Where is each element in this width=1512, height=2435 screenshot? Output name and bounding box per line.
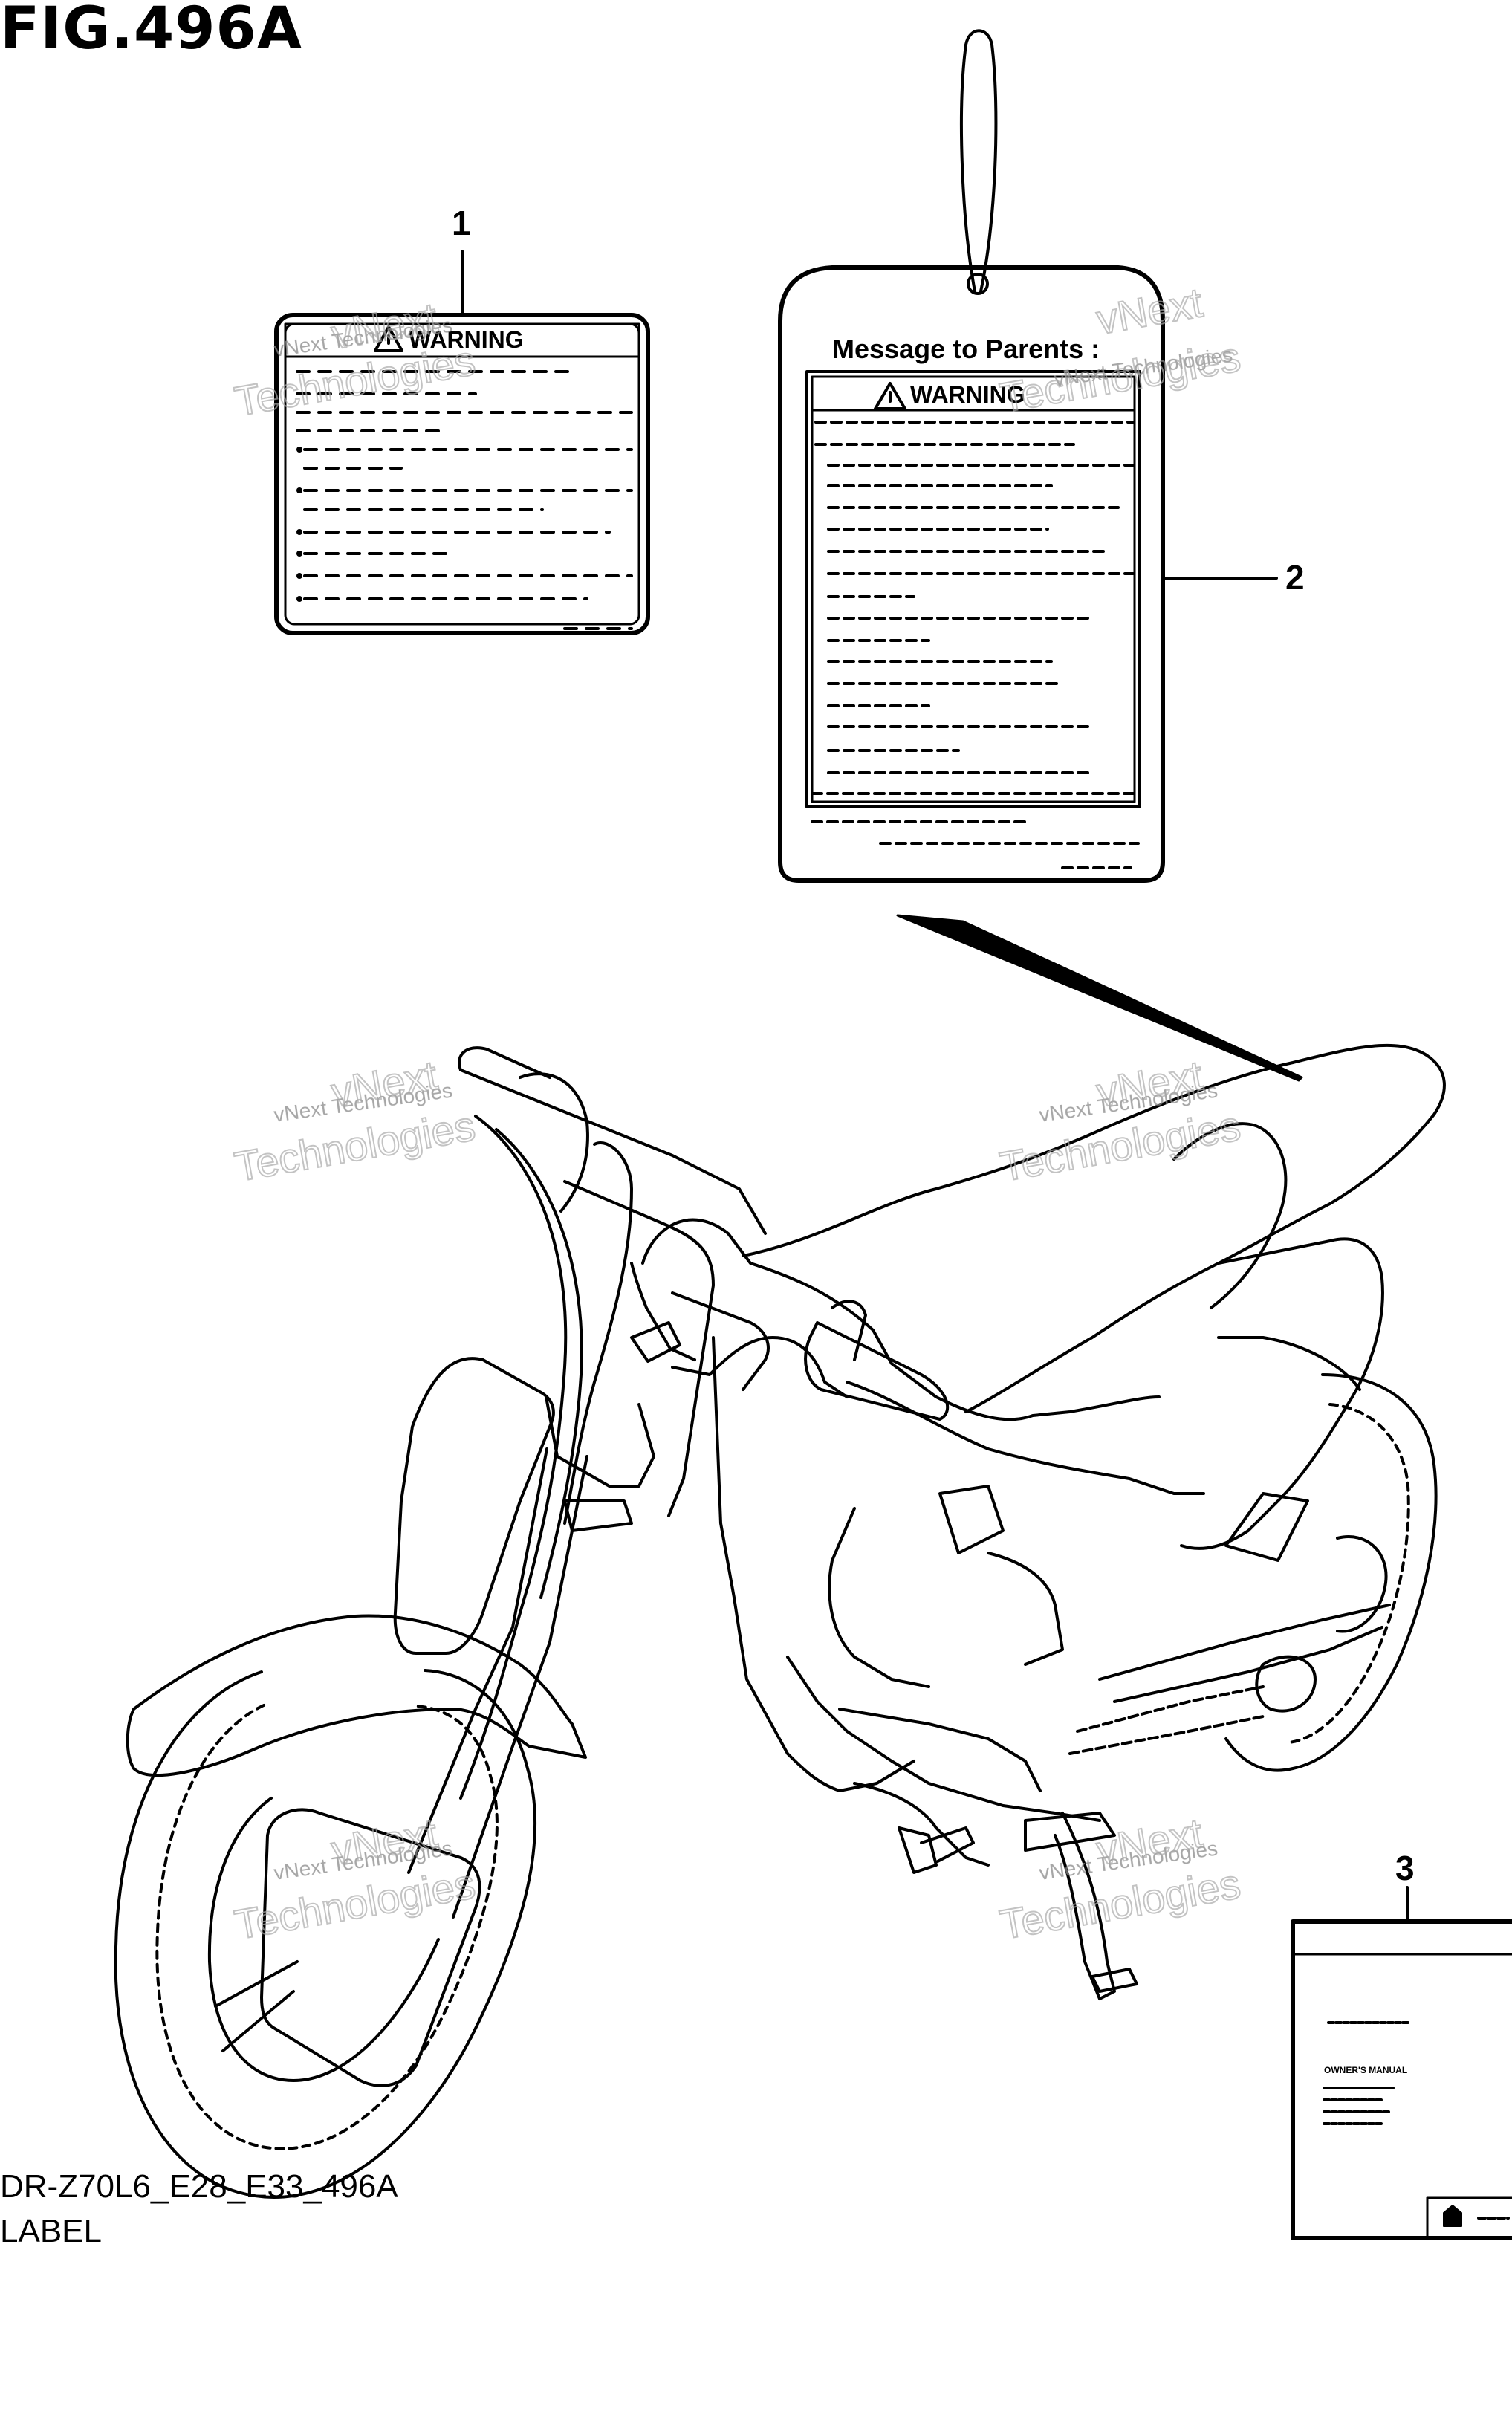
message-to-parents-tag-2[interactable]: [778, 29, 1278, 883]
tag-2-heading: Message to Parents :: [832, 334, 1100, 364]
callout-3[interactable]: 3: [1395, 1849, 1415, 1887]
watermark-outline: vNext: [1093, 1051, 1206, 1116]
watermark-outline: vNext: [328, 1051, 441, 1116]
watermark-outline: vNext: [1093, 1809, 1206, 1874]
motorcycle-illustration: [114, 1043, 1446, 2199]
figure-title: FIG.496A: [0, 0, 303, 62]
callout-1[interactable]: 1: [452, 204, 471, 242]
manual-title: OWNER'S MANUAL: [1324, 2065, 1407, 2075]
label-1-heading: WARNING: [409, 326, 524, 353]
tag-2-warning: WARNING: [910, 381, 1025, 408]
watermark-outline: vNext: [1093, 279, 1206, 343]
watermark-outline: vNext: [328, 1809, 441, 1874]
owners-manual-3[interactable]: [1291, 1886, 1512, 2240]
figure-code: DR-Z70L6_E28_E33_496A: [0, 2168, 398, 2205]
figure-name: LABEL: [0, 2213, 102, 2249]
warning-label-1[interactable]: [274, 250, 650, 635]
callout-2[interactable]: 2: [1285, 558, 1305, 597]
